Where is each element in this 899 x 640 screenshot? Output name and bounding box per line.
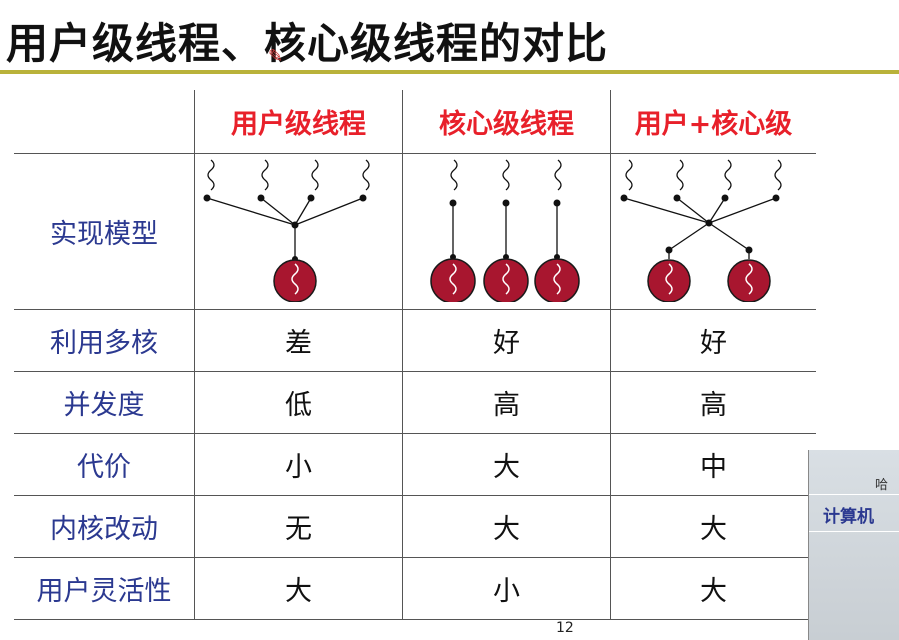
inset-text-1: 哈 [875,478,889,493]
thread-squiggle [261,159,269,191]
table-cell: 小 [194,433,403,496]
table-cell: 高 [402,371,611,434]
table-cell: 大 [194,557,403,620]
table-cell: 低 [194,371,403,434]
model-hybrid-threads [610,153,816,310]
row-label: 利用多核 [14,309,195,372]
row-label: 并发度 [14,371,195,434]
table-cell: 小 [402,557,611,620]
cpu-core-icon [647,259,691,303]
thread-squiggle [724,159,732,191]
comparison-table: 用户级线程 核心级线程 用户+核心级 实现模型 [14,90,816,620]
thread-squiggle [362,159,370,191]
thread-squiggle [774,159,782,191]
table-cell: 好 [402,309,611,372]
cpu-core-icon [727,259,771,303]
inset-text-2: 计算机 [823,507,874,527]
title-underline [0,70,899,74]
cpu-core-icon [430,258,476,304]
table-cell: 大 [610,557,816,620]
table-cell: 高 [610,371,816,434]
table-cell: 大 [402,495,611,558]
row-label: 内核改动 [14,495,195,558]
slide-title: 用户级线程、核心级线程的对比 [6,19,609,68]
many-to-many-diagram [620,159,782,303]
table-cell: 无 [194,495,403,558]
header-kernel-threads: 核心级线程 [402,90,611,154]
thread-squiggle [207,159,215,191]
thread-squiggle [450,159,458,191]
thread-squiggle [554,159,562,191]
cpu-core-icon [273,259,317,303]
cpu-core-icon [534,258,580,304]
page-number: 12 [556,620,574,636]
camera-inset: 哈 计算机 [808,450,899,640]
model-user-threads [194,153,403,310]
header-user-threads: 用户级线程 [194,90,403,154]
model-row: 实现模型 [14,153,816,310]
pen-cursor-icon: ✎ [268,46,284,67]
thread-squiggle [502,159,510,191]
table-cell: 差 [194,309,403,372]
corner-cell [14,90,195,154]
many-to-one-diagram [203,159,370,303]
cpu-core-icon [483,258,529,304]
row-label: 代价 [14,433,195,496]
table-row: 利用多核 差 好 好 [14,309,816,372]
thread-squiggle [625,159,633,191]
table-cell: 大 [610,495,816,558]
table-cell: 中 [610,433,816,496]
header-hybrid-threads: 用户+核心级 [610,90,816,154]
thread-squiggle [676,159,684,191]
table-row: 并发度 低 高 高 [14,371,816,434]
table-row: 用户灵活性 大 小 大 [14,557,816,620]
table-row: 代价 小 大 中 [14,433,816,496]
table-row: 内核改动 无 大 大 [14,495,816,558]
row-label: 用户灵活性 [14,557,195,620]
table-cell: 好 [610,309,816,372]
row-label-model: 实现模型 [14,153,195,310]
table-cell: 大 [402,433,611,496]
thread-squiggle [311,159,319,191]
one-to-one-diagram [430,159,580,304]
header-row: 用户级线程 核心级线程 用户+核心级 [14,90,816,154]
model-kernel-threads [402,153,611,310]
